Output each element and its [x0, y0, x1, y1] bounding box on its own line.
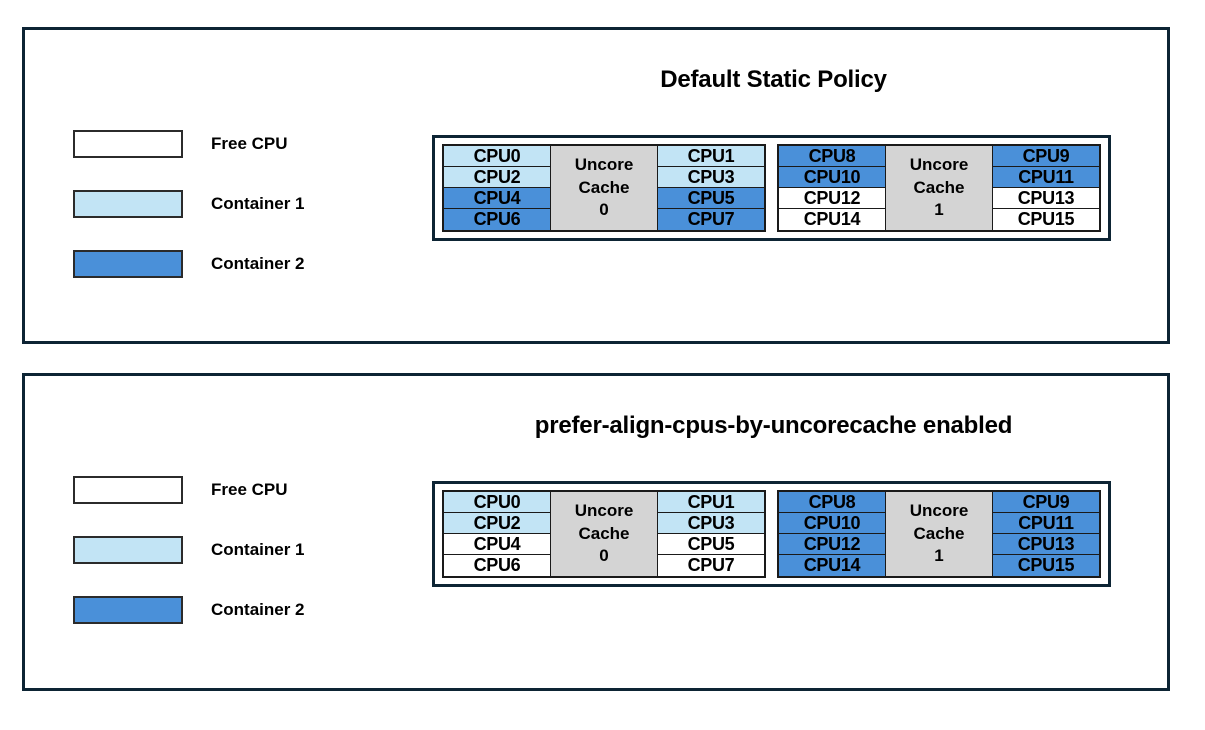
uncore-cache-line-1: Uncore — [574, 155, 634, 175]
legend-swatch-free-cpu — [73, 476, 183, 504]
cpu-cell: CPU11 — [992, 512, 1100, 535]
cpu-cell: CPU8 — [778, 145, 886, 168]
legend-label-container-1: Container 1 — [211, 194, 305, 213]
cpu-cell: CPU2 — [443, 166, 551, 189]
legend-item-container-2: Container 2 — [73, 250, 305, 278]
cpu-cell: CPU0 — [443, 491, 551, 514]
cpu-cell: CPU12 — [778, 533, 886, 556]
uncore-cache-block: Uncore Cache 0 — [550, 492, 658, 576]
legend-label-container-1: Container 1 — [211, 540, 305, 559]
uncore-cache-index: 0 — [599, 200, 609, 220]
cpu-cell: CPU7 — [657, 554, 765, 577]
cpu-column-right: CPU9 CPU11 CPU13 CPU15 — [992, 145, 1100, 231]
cache-group-1: CPU8 CPU10 CPU12 CPU14 Uncore Cache 1 CP… — [777, 144, 1101, 232]
cpu-cell: CPU5 — [657, 533, 765, 556]
cpu-cell: CPU12 — [778, 187, 886, 210]
uncore-cache-line-1: Uncore — [574, 501, 634, 521]
cpu-cell: CPU8 — [778, 491, 886, 514]
legend-label-free-cpu: Free CPU — [211, 480, 288, 499]
panel-prefer-align-cpus-by-uncorecache: prefer-align-cpus-by-uncorecache enabled… — [22, 373, 1170, 691]
cpu-cell: CPU13 — [992, 533, 1100, 556]
legend-label-container-2: Container 2 — [211, 254, 305, 273]
legend-swatch-container-2 — [73, 596, 183, 624]
cpu-cell: CPU13 — [992, 187, 1100, 210]
cpu-cell: CPU10 — [778, 512, 886, 535]
uncore-cache-block: Uncore Cache 0 — [550, 146, 658, 230]
legend-swatch-container-1 — [73, 536, 183, 564]
legend-item-free-cpu: Free CPU — [73, 476, 305, 504]
cpu-column-left: CPU8 CPU10 CPU12 CPU14 — [778, 145, 886, 231]
uncore-cache-line-2: Cache — [913, 523, 965, 543]
cpu-cell: CPU1 — [657, 491, 765, 514]
cpu-cell: CPU5 — [657, 187, 765, 210]
legend-item-container-1: Container 1 — [73, 536, 305, 564]
cpu-cell: CPU15 — [992, 208, 1100, 231]
legend-label-free-cpu: Free CPU — [211, 134, 288, 153]
cpu-cell: CPU2 — [443, 512, 551, 535]
uncore-cache-line-1: Uncore — [909, 155, 969, 175]
cpu-column-left: CPU0 CPU2 CPU4 CPU6 — [443, 145, 551, 231]
uncore-cache-index: 1 — [934, 546, 944, 566]
legend-item-free-cpu: Free CPU — [73, 130, 305, 158]
cpu-cell: CPU11 — [992, 166, 1100, 189]
cpu-cell: CPU1 — [657, 145, 765, 168]
panel-default-static-policy: Default Static Policy Free CPU Container… — [22, 27, 1170, 344]
legend-swatch-free-cpu — [73, 130, 183, 158]
cache-group-0: CPU0 CPU2 CPU4 CPU6 Uncore Cache 0 CPU1 … — [442, 144, 766, 232]
cpu-cell: CPU10 — [778, 166, 886, 189]
cpu-topology-table: CPU0 CPU2 CPU4 CPU6 Uncore Cache 0 CPU1 … — [432, 135, 1111, 241]
uncore-cache-index: 1 — [934, 200, 944, 220]
cpu-cell: CPU4 — [443, 187, 551, 210]
legend: Free CPU Container 1 Container 2 — [73, 476, 305, 656]
cpu-cell: CPU3 — [657, 166, 765, 189]
cpu-cell: CPU4 — [443, 533, 551, 556]
panel-title: Default Static Policy — [660, 66, 887, 93]
uncore-cache-block: Uncore Cache 1 — [885, 492, 993, 576]
cpu-cell: CPU9 — [992, 145, 1100, 168]
cpu-cell: CPU3 — [657, 512, 765, 535]
uncore-cache-block: Uncore Cache 1 — [885, 146, 993, 230]
cpu-cell: CPU7 — [657, 208, 765, 231]
uncore-cache-line-2: Cache — [913, 177, 965, 197]
cpu-cell: CPU15 — [992, 554, 1100, 577]
legend-item-container-2: Container 2 — [73, 596, 305, 624]
uncore-cache-line-2: Cache — [578, 177, 630, 197]
legend-label-container-2: Container 2 — [211, 600, 305, 619]
cpu-column-left: CPU8 CPU10 CPU12 CPU14 — [778, 491, 886, 577]
cpu-cell: CPU14 — [778, 208, 886, 231]
legend-swatch-container-1 — [73, 190, 183, 218]
legend-swatch-container-2 — [73, 250, 183, 278]
cpu-column-right: CPU1 CPU3 CPU5 CPU7 — [657, 491, 765, 577]
cache-group-0: CPU0 CPU2 CPU4 CPU6 Uncore Cache 0 CPU1 … — [442, 490, 766, 578]
cpu-cell: CPU6 — [443, 208, 551, 231]
uncore-cache-index: 0 — [599, 546, 609, 566]
cpu-cell: CPU0 — [443, 145, 551, 168]
cpu-column-left: CPU0 CPU2 CPU4 CPU6 — [443, 491, 551, 577]
legend-item-container-1: Container 1 — [73, 190, 305, 218]
cache-group-1: CPU8 CPU10 CPU12 CPU14 Uncore Cache 1 CP… — [777, 490, 1101, 578]
cpu-topology-table: CPU0 CPU2 CPU4 CPU6 Uncore Cache 0 CPU1 … — [432, 481, 1111, 587]
cpu-cell: CPU14 — [778, 554, 886, 577]
cpu-cell: CPU9 — [992, 491, 1100, 514]
cpu-column-right: CPU9 CPU11 CPU13 CPU15 — [992, 491, 1100, 577]
cpu-cell: CPU6 — [443, 554, 551, 577]
uncore-cache-line-1: Uncore — [909, 501, 969, 521]
legend: Free CPU Container 1 Container 2 — [73, 130, 305, 310]
panel-title: prefer-align-cpus-by-uncorecache enabled — [534, 412, 1013, 439]
uncore-cache-line-2: Cache — [578, 523, 630, 543]
cpu-column-right: CPU1 CPU3 CPU5 CPU7 — [657, 145, 765, 231]
